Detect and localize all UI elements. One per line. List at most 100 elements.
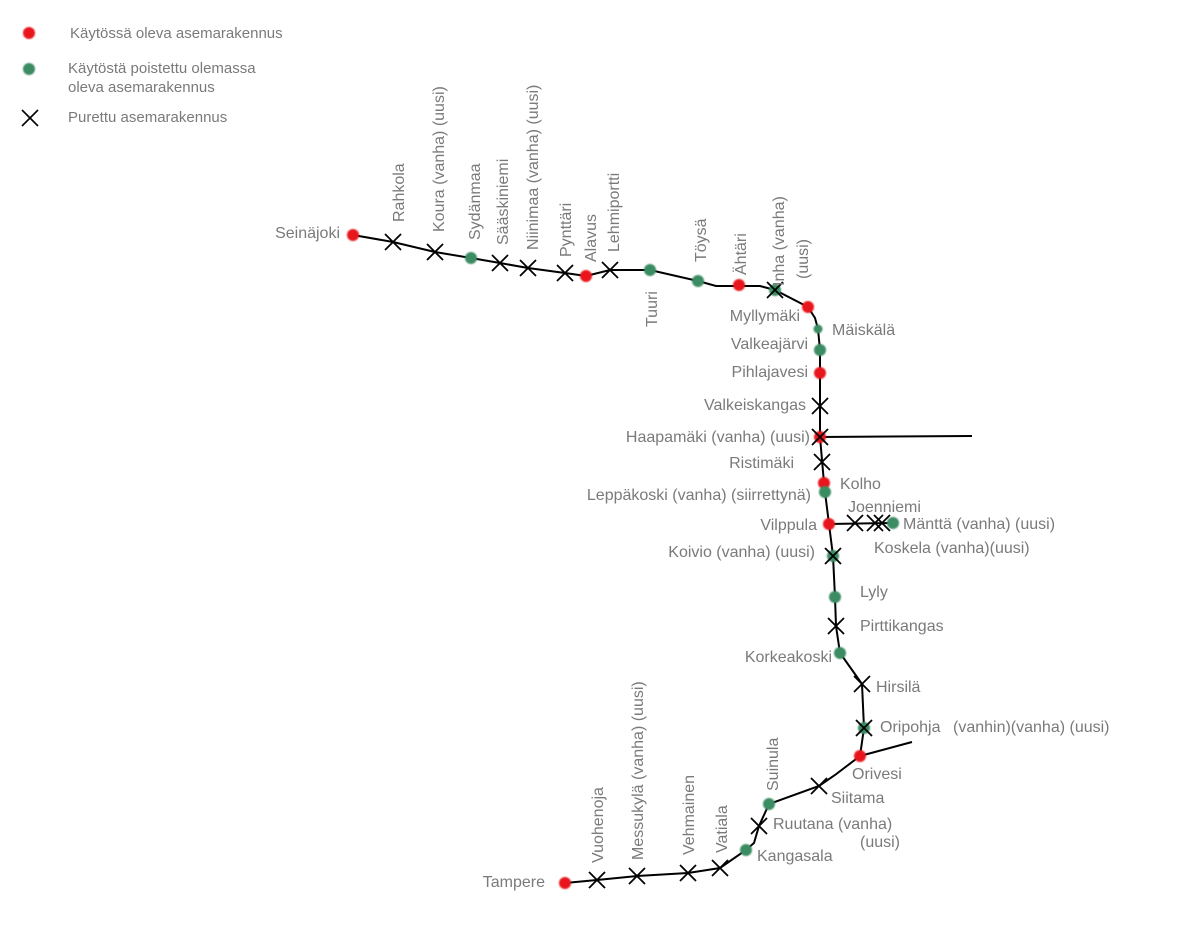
station-label-rahkola: Rahkola <box>391 163 408 222</box>
station-closed-dot <box>834 647 846 659</box>
station-closed-dot <box>692 275 704 287</box>
station-markers <box>347 229 899 889</box>
station-label-vuohenoja: Vuohenoja <box>590 787 607 863</box>
station-closed-dot <box>740 844 752 856</box>
station-label-lehmiportti: Lehmiportti <box>606 173 623 252</box>
station-label-niinimaa-vanha-uusi: Niinimaa (vanha) (uusi) <box>525 85 542 250</box>
station-label-mänttä-vanha-uusi: Mänttä (vanha) (uusi) <box>903 516 1055 533</box>
station-label-joenniemi: Joenniemi <box>848 499 921 516</box>
station-demolished-x-icon <box>873 514 891 532</box>
station-label-ristimäki: Ristimäki <box>729 455 794 472</box>
station-closed-dot <box>887 517 899 529</box>
station-demolished-x-icon <box>853 675 871 693</box>
station-demolished-x-icon <box>711 859 729 877</box>
station-label-suinula: Suinula <box>765 738 782 791</box>
station-label-inha-vanha: (uusi) <box>795 239 812 279</box>
station-closed-dot <box>644 264 656 276</box>
station-label-korkeakoski: Korkeakoski <box>745 649 832 666</box>
station-demolished-x-icon <box>491 254 509 272</box>
station-label-valkeiskangas: Valkeiskangas <box>704 397 806 414</box>
station-closed-dot <box>829 591 841 603</box>
station-label-kolho: Kolho <box>840 476 881 493</box>
station-label-alavus: Alavus <box>583 214 600 262</box>
legend-demolished-x-icon <box>21 109 39 127</box>
station-in-use-dot <box>854 750 866 762</box>
station-label-pihlajavesi: Pihlajavesi <box>732 364 808 381</box>
station-demolished-x-icon <box>810 777 828 795</box>
station-demolished-x-icon <box>811 397 829 415</box>
station-demolished-x-icon <box>766 281 784 299</box>
station-label-vehmainen: Vehmainen <box>681 775 698 855</box>
station-label-koskela-vanha-uusi: Koskela (vanha)(uusi) <box>874 540 1030 557</box>
station-label-kangasala: Kangasala <box>757 848 833 865</box>
station-closed-dot <box>763 798 775 810</box>
station-label-inha-vanha: Inha (vanha) <box>771 196 788 286</box>
legend: Käytössä oleva asemarakennus Käytöstä po… <box>21 25 283 127</box>
station-demolished-x-icon <box>588 871 606 889</box>
station-closed-dot <box>813 324 823 334</box>
station-label-leppäkoski-vanha-siirrettynä: Leppäkoski (vanha) (siirrettynä) <box>587 487 811 504</box>
station-demolished-x-icon <box>866 514 884 532</box>
station-label-tampere: Tampere <box>483 874 545 891</box>
station-label-pynttäri: Pynttäri <box>558 203 575 257</box>
station-demolished-x-icon <box>811 428 829 446</box>
station-in-use-dot <box>814 367 826 379</box>
station-demolished-x-icon <box>519 259 537 277</box>
station-label-mäiskälä: Mäiskälä <box>832 322 895 339</box>
station-label-koura-vanha-uusi: Koura (vanha) (uusi) <box>431 86 448 232</box>
station-demolished-x-icon <box>628 867 646 885</box>
station-label-ruutana-vanha: Ruutana (vanha) <box>773 816 892 833</box>
station-closed-dot <box>465 252 477 264</box>
station-in-use-dot <box>733 279 745 291</box>
station-label-orivesi: Orivesi <box>852 766 902 783</box>
station-label-sääskiniemi: Sääskiniemi <box>495 159 512 245</box>
station-label-ruutana-vanha: (uusi) <box>860 834 900 851</box>
station-demolished-x-icon <box>846 514 864 532</box>
station-in-use-dot <box>802 301 814 313</box>
station-label-töysä: Töysä <box>693 218 710 262</box>
legend-closed-label-2: oleva asemarakennus <box>68 79 215 96</box>
station-demolished-x-icon <box>824 547 842 565</box>
station-in-use-dot <box>823 518 835 530</box>
station-closed-dot <box>819 486 831 498</box>
station-label-vilppula: Vilppula <box>760 517 817 534</box>
station-demolished-x-icon <box>827 617 845 635</box>
legend-closed-marker <box>23 63 35 75</box>
station-demolished-x-icon <box>750 817 768 835</box>
station-label-myllymäki: Myllymäki <box>730 308 800 325</box>
legend-demolished-label: Purettu asemarakennus <box>68 109 227 126</box>
station-label-oripohja: Oripohja <box>880 719 941 736</box>
station-closed-dot <box>814 344 826 356</box>
station-label-ähtäri: Ähtäri <box>732 233 750 275</box>
legend-in-use-label: Käytössä oleva asemarakennus <box>70 25 283 42</box>
station-demolished-x-icon <box>556 264 574 282</box>
station-demolished-x-icon <box>813 453 831 471</box>
station-in-use-dot <box>559 877 571 889</box>
station-labels: Seinäjoki Rahkola Koura (vanha) (uusi) Sydä… <box>275 85 1109 891</box>
station-label-messukylä-vanha-uusi: Messukylä (vanha) (uusi) <box>630 681 647 860</box>
station-label-valkeajärvi: Valkeajärvi <box>731 336 808 353</box>
station-label-hirsilä: Hirsilä <box>876 679 921 696</box>
station-in-use-dot <box>347 229 359 241</box>
station-label-tuuri: Tuuri <box>644 291 661 327</box>
station-label-siitama: Siitama <box>831 790 884 807</box>
legend-closed-label-1: Käytöstä poistettu olemassa <box>68 60 256 77</box>
station-demolished-x-icon <box>426 243 444 261</box>
station-demolished-x-icon <box>601 261 619 279</box>
station-label-pirttikangas: Pirttikangas <box>860 618 944 635</box>
station-label-oripohja: (vanhin)(vanha) (uusi) <box>953 719 1110 736</box>
legend-in-use-marker <box>23 27 35 39</box>
station-demolished-x-icon <box>855 719 873 737</box>
station-in-use-dot <box>580 270 592 282</box>
station-label-seinäjoki: Seinäjoki <box>275 225 340 242</box>
branch-track-east <box>819 435 973 438</box>
station-in-use-dot <box>818 477 830 489</box>
branch-track-orivesi <box>859 741 913 757</box>
station-label-sydänmaa: Sydänmaa <box>467 163 484 240</box>
station-demolished-x-icon <box>384 233 402 251</box>
station-label-vatiala: Vatiala <box>714 805 731 853</box>
station-label-lyly: Lyly <box>860 584 888 601</box>
station-demolished-x-icon <box>679 864 697 882</box>
station-label-koivio-vanha-uusi: Koivio (vanha) (uusi) <box>668 544 815 561</box>
